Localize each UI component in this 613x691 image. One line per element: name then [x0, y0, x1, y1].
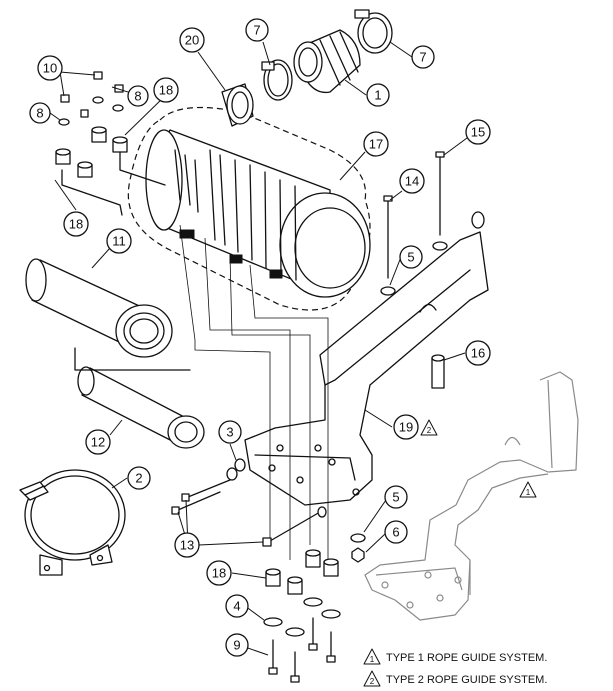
svg-text:TYPE 2 ROPE GUIDE SYSTEM.: TYPE 2 ROPE GUIDE SYSTEM. — [386, 674, 547, 686]
callout-13: 13 — [174, 532, 200, 558]
legend: 1 TYPE 1 ROPE GUIDE SYSTEM. 2 TYPE 2 ROP… — [363, 648, 547, 687]
svg-text:2: 2 — [135, 471, 142, 486]
callout-19: 19 — [393, 414, 419, 440]
svg-text:18: 18 — [212, 566, 226, 581]
callout-7a: 7 — [245, 18, 269, 42]
callout-12: 12 — [85, 429, 111, 455]
type1-bracket-ghost — [364, 371, 579, 621]
svg-text:15: 15 — [471, 125, 485, 140]
ghost-type1-note: 1 — [519, 481, 537, 498]
svg-text:4: 4 — [233, 599, 240, 614]
svg-text:5: 5 — [407, 250, 414, 265]
callout-8b: 8 — [29, 102, 51, 124]
callout-14: 14 — [399, 168, 425, 194]
svg-text:19: 19 — [399, 420, 413, 435]
svg-text:3: 3 — [226, 425, 233, 440]
callout-2: 2 — [127, 466, 151, 490]
svg-text:9: 9 — [233, 638, 240, 653]
guide-line — [204, 237, 291, 560]
svg-text:13: 13 — [180, 538, 194, 553]
callout-7b: 7 — [411, 45, 435, 69]
callout-16: 16 — [465, 340, 491, 366]
callout-20: 20 — [179, 27, 205, 53]
rubber-hose — [293, 29, 361, 94]
callout-4: 4 — [225, 594, 249, 618]
svg-text:7: 7 — [253, 23, 260, 38]
svg-text:8: 8 — [36, 106, 43, 121]
legend-type1: 1 TYPE 1 ROPE GUIDE SYSTEM. — [363, 648, 547, 665]
air-cleaner-housing — [127, 106, 371, 311]
svg-text:6: 6 — [392, 525, 399, 540]
band-clamp — [19, 469, 126, 576]
leader-lines — [49, 41, 468, 656]
callout-5b: 5 — [384, 485, 408, 509]
svg-text:5: 5 — [392, 490, 399, 505]
callout-18b: 18 — [63, 211, 89, 237]
svg-text:12: 12 — [91, 435, 105, 450]
bolt-15 — [432, 151, 448, 251]
callout-10: 10 — [37, 55, 63, 81]
callout-15: 15 — [465, 119, 491, 145]
callout-5a: 5 — [399, 245, 423, 269]
bracket-bolts-13 — [171, 479, 327, 547]
legend-type2: 2 TYPE 2 ROPE GUIDE SYSTEM. — [363, 670, 547, 687]
hose-clamp-right — [354, 9, 393, 54]
callout-6: 6 — [384, 520, 408, 544]
guide-line — [229, 254, 311, 545]
callout-1: 1 — [366, 83, 390, 107]
callout-8a: 8 — [127, 85, 149, 107]
callout-3: 3 — [218, 420, 242, 444]
svg-text:11: 11 — [112, 234, 126, 249]
hose-clamp-left — [261, 59, 293, 101]
svg-text:17: 17 — [369, 137, 383, 152]
svg-text:14: 14 — [405, 174, 419, 189]
safety-element — [77, 366, 205, 449]
svg-text:1: 1 — [526, 488, 531, 497]
svg-text:20: 20 — [185, 33, 199, 48]
svg-text:2: 2 — [370, 677, 375, 686]
guide-line — [179, 224, 271, 540]
washers-3 — [226, 458, 246, 481]
note-19-marker: 2 — [420, 419, 438, 436]
svg-text:10: 10 — [43, 61, 57, 76]
spacer-16 — [431, 354, 445, 389]
svg-text:7: 7 — [419, 50, 426, 65]
svg-text:TYPE 1 ROPE GUIDE SYSTEM.: TYPE 1 ROPE GUIDE SYSTEM. — [386, 652, 547, 664]
callout-18c: 18 — [206, 560, 232, 586]
callout-11: 11 — [106, 228, 132, 254]
svg-text:8: 8 — [134, 89, 141, 104]
filter-element — [25, 258, 173, 358]
adapter-ring — [221, 83, 254, 127]
svg-text:2: 2 — [427, 426, 432, 435]
svg-text:16: 16 — [471, 346, 485, 361]
svg-text:18: 18 — [69, 217, 83, 232]
exploded-guide-line — [74, 347, 191, 371]
svg-text:1: 1 — [370, 655, 375, 664]
callout-17: 17 — [363, 131, 389, 157]
bottom-hardware — [263, 549, 341, 683]
washer-nut-right — [350, 533, 366, 563]
callout-18a: 18 — [153, 77, 179, 103]
isolator-hardware-left — [55, 71, 166, 216]
callout-9: 9 — [225, 633, 249, 657]
svg-text:1: 1 — [374, 88, 381, 103]
bolt-14 — [380, 195, 396, 296]
svg-text:18: 18 — [159, 83, 173, 98]
guide-line — [249, 264, 329, 560]
